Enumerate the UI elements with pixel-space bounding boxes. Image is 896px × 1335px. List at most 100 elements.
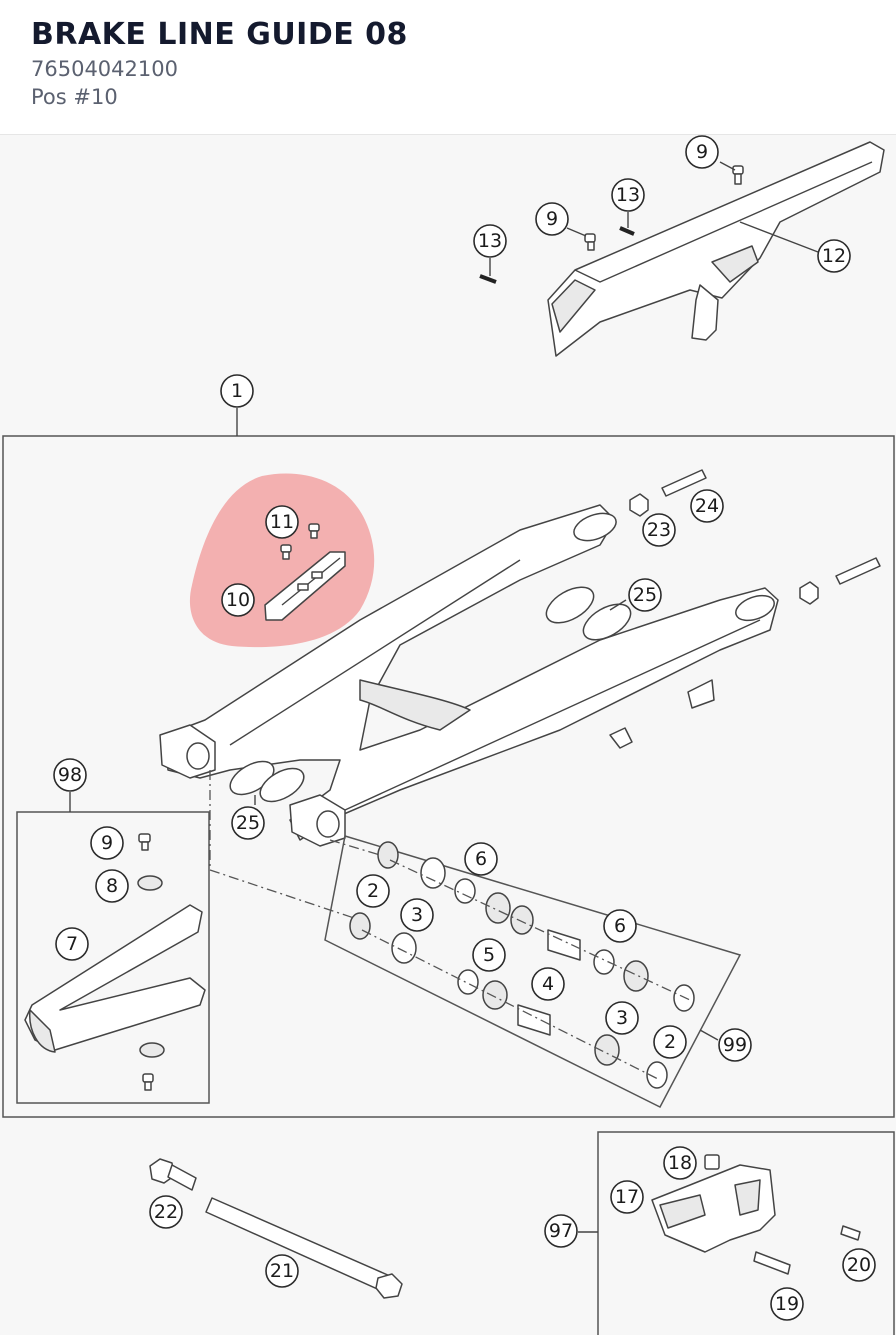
callout-21[interactable]: 21 xyxy=(265,1254,299,1288)
callout-22[interactable]: 22 xyxy=(149,1195,183,1229)
washer-25-upper[interactable] xyxy=(540,580,636,647)
screw-9-top-left[interactable] xyxy=(584,233,596,251)
screw-9-top-right[interactable] xyxy=(732,165,744,185)
nut-23-lower[interactable] xyxy=(799,581,819,605)
callout-22-label: 22 xyxy=(154,1201,178,1223)
callout-6-lower-label: 6 xyxy=(614,915,626,937)
callout-97[interactable]: 97 xyxy=(544,1214,578,1248)
callout-2-right[interactable]: 2 xyxy=(653,1025,687,1059)
page-title: BRAKE LINE GUIDE 08 xyxy=(31,17,408,52)
callout-12[interactable]: 12 xyxy=(817,239,851,273)
screw-19-part[interactable] xyxy=(753,1251,791,1275)
screw-20-part[interactable] xyxy=(840,1225,861,1241)
callout-18[interactable]: 18 xyxy=(663,1146,697,1180)
bearing-kit-parts[interactable] xyxy=(349,841,695,1089)
swingarm-group-frame xyxy=(2,435,895,1118)
callout-9-top-label: 9 xyxy=(696,141,708,163)
swingarm-part[interactable] xyxy=(159,504,779,847)
callout-13-top-label: 13 xyxy=(616,184,640,206)
screw-11-a[interactable] xyxy=(280,544,292,560)
callout-9-slider[interactable]: 9 xyxy=(90,826,124,860)
callout-6-upper-label: 6 xyxy=(475,848,487,870)
callout-25-lower-label: 25 xyxy=(236,812,260,834)
callout-1[interactable]: 1 xyxy=(220,374,254,408)
callout-11[interactable]: 11 xyxy=(265,505,299,539)
chain-slider-part[interactable] xyxy=(24,904,206,1053)
chain-guide-frame xyxy=(597,1131,895,1335)
callout-2-left[interactable]: 2 xyxy=(356,874,390,908)
callout-3-right[interactable]: 3 xyxy=(605,1001,639,1035)
nut-18-part[interactable] xyxy=(704,1154,720,1170)
callout-20-label: 20 xyxy=(847,1254,871,1276)
callout-9-top[interactable]: 9 xyxy=(685,135,719,169)
callout-23[interactable]: 23 xyxy=(642,513,676,547)
callout-13-top[interactable]: 13 xyxy=(611,178,645,212)
exploded-diagram: 9 13 9 13 12 1 11 10 24 23 25 98 25 9 8 … xyxy=(0,135,896,1335)
callout-1-label: 1 xyxy=(231,380,243,402)
callout-13-left-label: 13 xyxy=(478,230,502,252)
callout-3-right-label: 3 xyxy=(616,1007,628,1029)
callout-98[interactable]: 98 xyxy=(53,758,87,792)
callout-18-label: 18 xyxy=(668,1152,692,1174)
washer-8-slider[interactable] xyxy=(137,875,163,891)
pin-24-lower[interactable] xyxy=(835,557,881,585)
callout-6-upper[interactable]: 6 xyxy=(464,842,498,876)
callout-21-label: 21 xyxy=(270,1260,294,1282)
part-number: 76504042100 xyxy=(31,57,178,81)
callout-5[interactable]: 5 xyxy=(472,938,506,972)
washer-8-slider-lower[interactable] xyxy=(139,1042,165,1058)
callout-5-label: 5 xyxy=(483,944,495,966)
page-header: BRAKE LINE GUIDE 08 76504042100 Pos #10 xyxy=(0,0,896,135)
callout-19[interactable]: 19 xyxy=(770,1287,804,1321)
callout-4[interactable]: 4 xyxy=(531,967,565,1001)
bolt-22-part[interactable] xyxy=(149,1158,197,1191)
callout-23-label: 23 xyxy=(647,519,671,541)
callout-24-label: 24 xyxy=(695,495,719,517)
callout-9-mid[interactable]: 9 xyxy=(535,202,569,236)
callout-11-label: 11 xyxy=(270,511,294,533)
callout-3-left-label: 3 xyxy=(411,904,423,926)
callout-25-upper[interactable]: 25 xyxy=(628,578,662,612)
callout-99-label: 99 xyxy=(723,1034,747,1056)
nut-23-upper[interactable] xyxy=(629,493,649,517)
diagram-svg: 9 13 9 13 12 1 11 10 24 23 25 98 25 9 8 … xyxy=(2,135,895,1335)
chain-slider-frame xyxy=(16,811,210,1104)
axle-21-part[interactable] xyxy=(205,1197,403,1299)
pin-24-upper[interactable] xyxy=(661,469,707,497)
callout-9-mid-label: 9 xyxy=(546,208,558,230)
callout-13-left[interactable]: 13 xyxy=(473,224,507,258)
callout-25-upper-label: 25 xyxy=(633,584,657,606)
screw-9-slider-lower[interactable] xyxy=(142,1073,154,1091)
callout-2-right-label: 2 xyxy=(664,1031,676,1053)
bolt-13-left[interactable] xyxy=(479,274,497,284)
callout-8[interactable]: 8 xyxy=(95,869,129,903)
callout-9-slider-label: 9 xyxy=(101,832,113,854)
callout-10[interactable]: 10 xyxy=(221,583,255,617)
callout-2-left-label: 2 xyxy=(367,880,379,902)
screw-9-slider[interactable] xyxy=(138,833,151,851)
brake-line-guide-part[interactable] xyxy=(264,551,346,621)
callout-7-label: 7 xyxy=(66,933,78,955)
callout-6-lower[interactable]: 6 xyxy=(603,909,637,943)
position-label: Pos #10 xyxy=(31,85,118,109)
chain-guard-part[interactable] xyxy=(547,141,885,357)
chain-guide-part[interactable] xyxy=(651,1164,776,1253)
screw-11-b[interactable] xyxy=(308,523,320,539)
callout-3-left[interactable]: 3 xyxy=(400,898,434,932)
callout-24[interactable]: 24 xyxy=(690,489,724,523)
callout-7[interactable]: 7 xyxy=(55,927,89,961)
callout-4-label: 4 xyxy=(542,973,554,995)
bearing-kit-frame xyxy=(324,835,742,1108)
highlight-pos-10 xyxy=(189,473,375,648)
bolt-13-right[interactable] xyxy=(619,226,635,236)
callout-12-label: 12 xyxy=(822,245,846,267)
callout-17[interactable]: 17 xyxy=(610,1180,644,1214)
callout-19-label: 19 xyxy=(775,1293,799,1315)
callout-17-label: 17 xyxy=(615,1186,639,1208)
callout-98-label: 98 xyxy=(58,764,82,786)
washer-25-lower[interactable] xyxy=(225,755,310,809)
callout-97-label: 97 xyxy=(549,1220,573,1242)
callout-99[interactable]: 99 xyxy=(718,1028,752,1062)
callout-20[interactable]: 20 xyxy=(842,1248,876,1282)
callout-25-lower[interactable]: 25 xyxy=(231,806,265,840)
